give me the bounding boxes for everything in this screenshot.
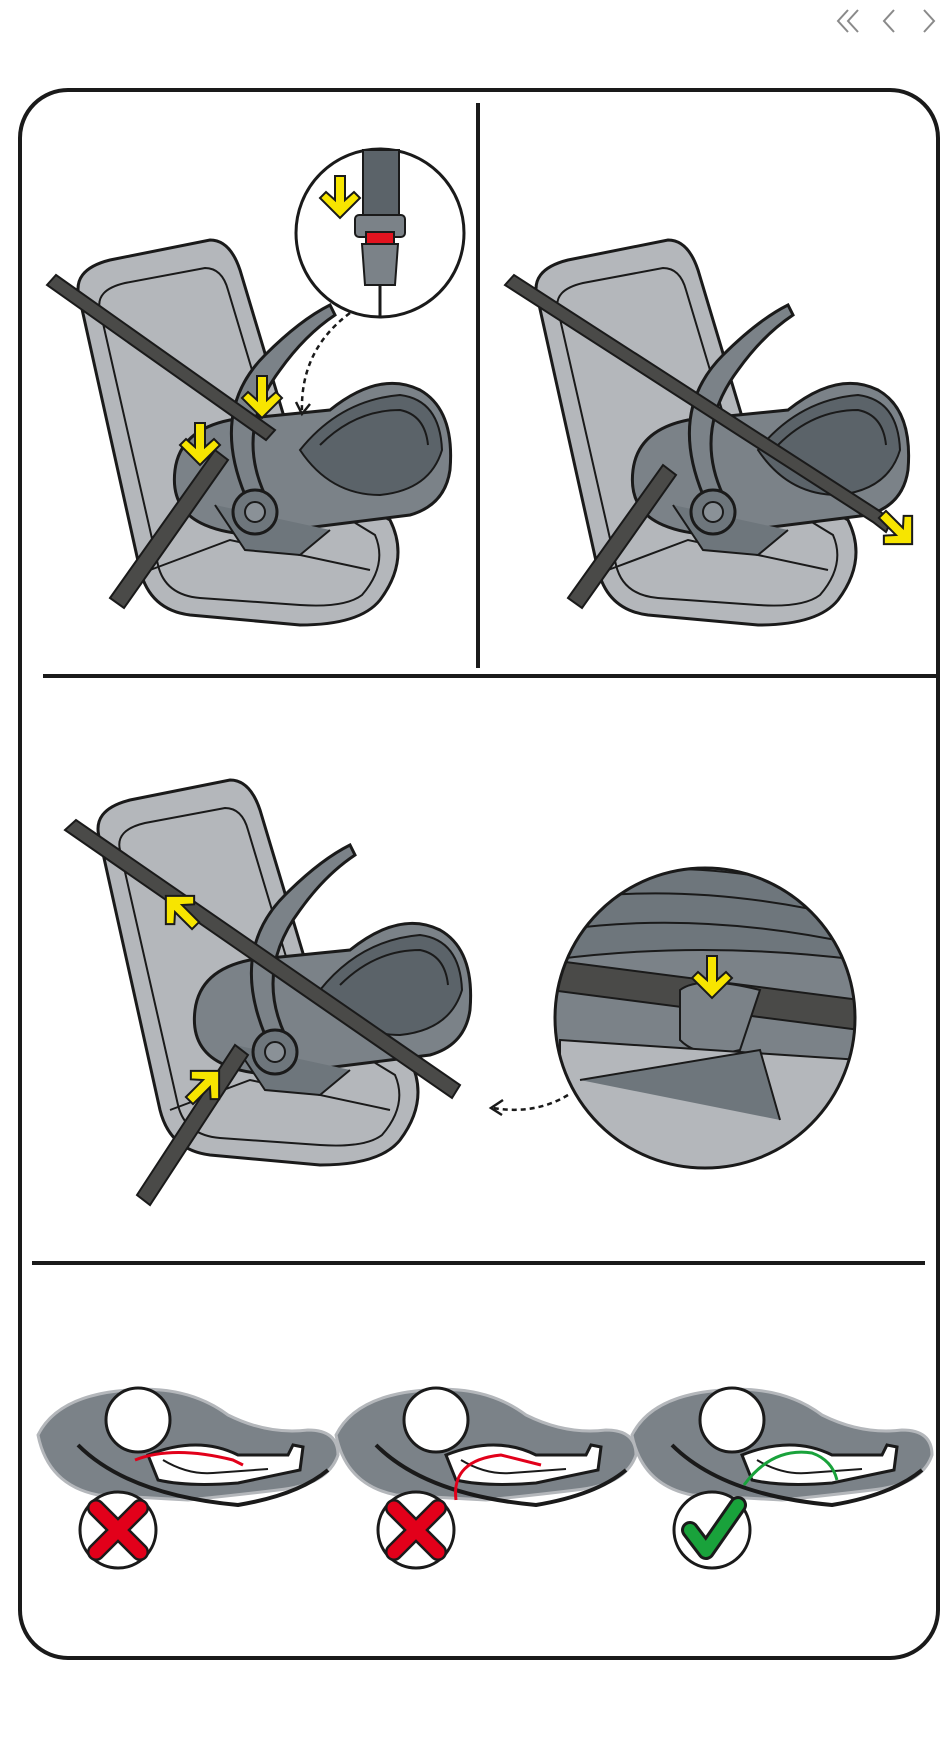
instruction-illustration: [0, 0, 950, 1745]
